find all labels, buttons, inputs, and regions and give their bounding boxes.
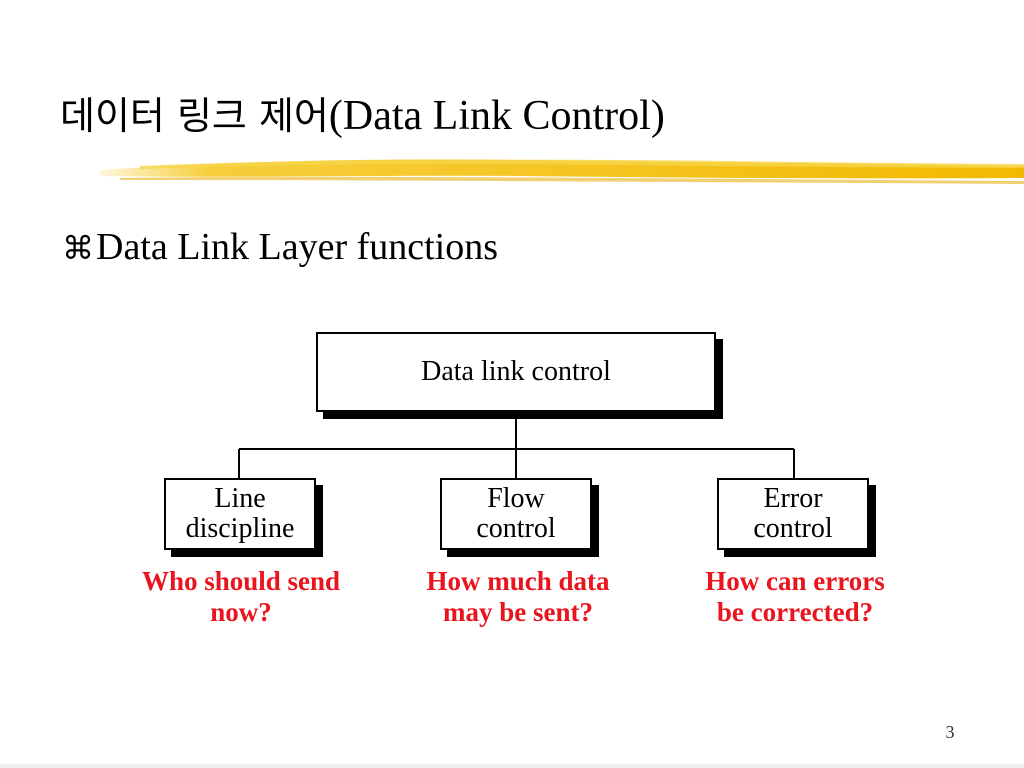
data-link-control-box: Data link control — [316, 332, 716, 412]
line-discipline-box: Line discipline — [164, 478, 316, 550]
error-control-label: Error control — [753, 483, 833, 544]
data-link-control-label: Data link control — [421, 356, 611, 387]
line-discipline-question: Who should send now? — [141, 566, 341, 627]
slide-title-english: (Data Link Control) — [328, 93, 665, 139]
slide-title-korean: 데이터 링크 제어 — [60, 94, 329, 138]
command-key-icon: ⌘ — [62, 229, 94, 267]
error-control-question: How can errors be corrected? — [705, 566, 885, 627]
flow-control-label: Flow control — [476, 483, 556, 544]
flow-control-question: How much data may be sent? — [426, 566, 610, 627]
line-discipline-label: Line discipline — [185, 483, 295, 544]
bullet-item: ⌘Data Link Layer functions — [62, 222, 498, 273]
footer-rule — [0, 764, 1024, 768]
title-highlight-brush — [100, 159, 1024, 184]
bullet-text: Data Link Layer functions — [96, 226, 499, 268]
error-control-box: Error control — [717, 478, 869, 550]
slide-title: 데이터 링크 제어(Data Link Control) — [60, 88, 665, 144]
flow-control-box: Flow control — [440, 478, 592, 550]
page-number: 3 — [945, 722, 955, 742]
